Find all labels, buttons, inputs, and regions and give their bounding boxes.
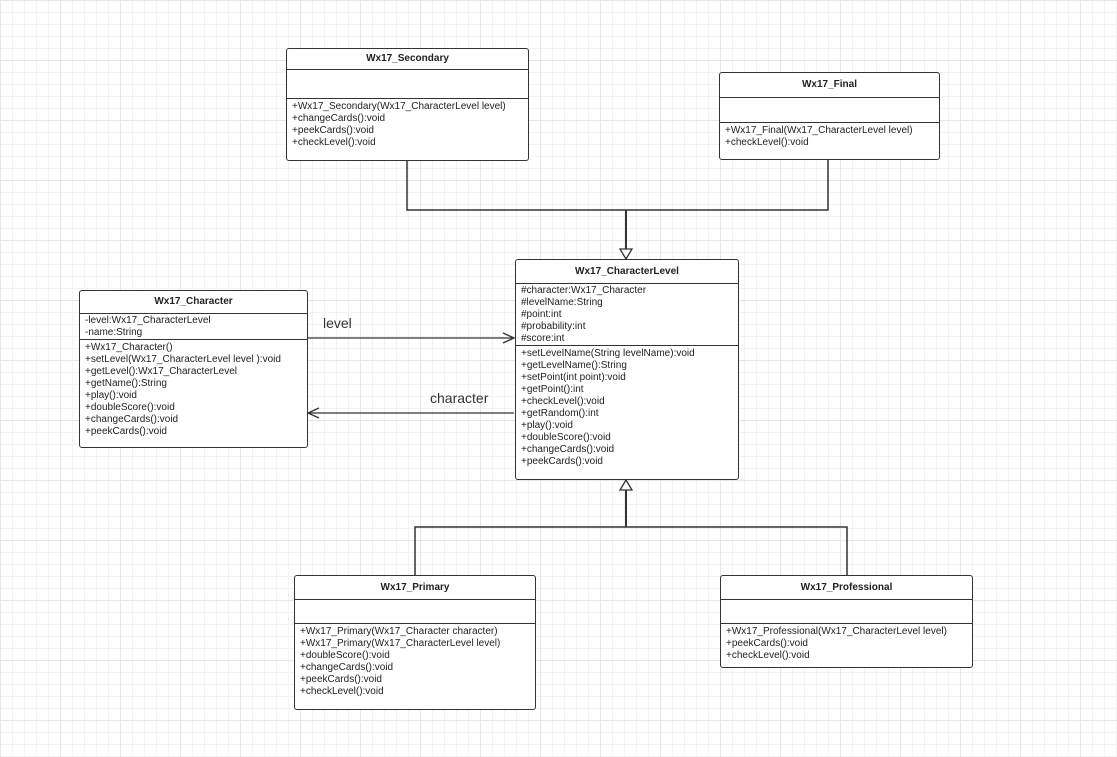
class-attribute: #probability:int [521, 321, 586, 332]
class-operation: +Wx17_Primary(Wx17_Character character) [300, 626, 498, 637]
generalization-line-final [626, 159, 829, 211]
class-operation: +peekCards():void [726, 638, 808, 649]
class-operation: +checkLevel():void [725, 137, 809, 148]
class-operation: +getPoint():int [521, 384, 584, 395]
association-label-level: level [323, 315, 352, 331]
class-operation: +doubleScore():void [300, 650, 390, 661]
class-operation: +getLevel():Wx17_CharacterLevel [85, 366, 238, 377]
class-name: Wx17_Primary [295, 576, 535, 600]
class-name: Wx17_Professional [721, 576, 972, 600]
class-operation: +doubleScore():void [521, 432, 611, 443]
operations-compartment: +Wx17_Primary(Wx17_Character character)+… [295, 624, 535, 709]
class-operation: +play():void [85, 390, 137, 401]
class-operation: +Wx17_Professional(Wx17_CharacterLevel l… [726, 626, 947, 637]
operations-compartment: +Wx17_Character()+setLevel(Wx17_Characte… [80, 340, 307, 447]
class-name: Wx17_Secondary [287, 49, 528, 70]
class-box-primary[interactable]: Wx17_Primary +Wx17_Primary(Wx17_Characte… [294, 575, 536, 710]
class-operation: +changeCards():void [521, 444, 615, 455]
class-box-secondary[interactable]: Wx17_Secondary +Wx17_Secondary(Wx17_Char… [286, 48, 529, 161]
attributes-compartment [287, 70, 528, 99]
class-operation: +changeCards():void [300, 662, 394, 673]
class-operation: +checkLevel():void [726, 650, 810, 661]
class-operation: +peekCards():void [85, 426, 167, 437]
attributes-compartment [295, 600, 535, 624]
generalization-line-secondary [406, 160, 626, 211]
class-operation: +peekCards():void [300, 674, 382, 685]
operations-compartment: +Wx17_Professional(Wx17_CharacterLevel l… [721, 624, 972, 667]
attributes-compartment [720, 98, 939, 123]
class-box-final[interactable]: Wx17_Final +Wx17_Final(Wx17_CharacterLev… [719, 72, 940, 160]
class-operation: +setPoint(int point):void [521, 372, 626, 383]
class-attribute: #levelName:String [521, 297, 603, 308]
class-operation: +setLevel(Wx17_CharacterLevel level ):vo… [85, 354, 281, 365]
generalization-line-primary [414, 526, 626, 576]
class-operation: +play():void [521, 420, 573, 431]
class-operation: +peekCards():void [521, 456, 603, 467]
attributes-compartment: -level:Wx17_CharacterLevel-name:String [80, 314, 307, 340]
class-name: Wx17_Final [720, 73, 939, 98]
class-attribute: -level:Wx17_CharacterLevel [85, 315, 211, 326]
class-operation: +checkLevel():void [300, 686, 384, 697]
class-operation: +checkLevel():void [292, 137, 376, 148]
attributes-compartment [721, 600, 972, 624]
class-operation: +peekCards():void [292, 125, 374, 136]
operations-compartment: +Wx17_Secondary(Wx17_CharacterLevel leve… [287, 99, 528, 160]
operations-compartment: +Wx17_Final(Wx17_CharacterLevel level)+c… [720, 123, 939, 159]
class-operation: +Wx17_Final(Wx17_CharacterLevel level) [725, 125, 913, 136]
class-box-character[interactable]: Wx17_Character -level:Wx17_CharacterLeve… [79, 290, 308, 448]
class-operation: +changeCards():void [292, 113, 386, 124]
class-attribute: #character:Wx17_Character [521, 285, 647, 296]
class-operation: +changeCards():void [85, 414, 179, 425]
class-attribute: #point:int [521, 309, 562, 320]
class-operation: +getRandom():int [521, 408, 599, 419]
class-operation: +checkLevel():void [521, 396, 605, 407]
class-operation: +getLevelName():String [521, 360, 627, 371]
class-box-professional[interactable]: Wx17_Professional +Wx17_Professional(Wx1… [720, 575, 973, 668]
generalization-primary-professional [414, 480, 848, 576]
generalization-secondary-final [406, 159, 829, 259]
operations-compartment: +setLevelName(String levelName):void+get… [516, 346, 738, 479]
attributes-compartment: #character:Wx17_Character#levelName:Stri… [516, 284, 738, 346]
association-label-character: character [430, 390, 489, 406]
class-operation: +Wx17_Primary(Wx17_CharacterLevel level) [300, 638, 501, 649]
class-operation: +Wx17_Character() [85, 342, 173, 353]
class-operation: +Wx17_Secondary(Wx17_CharacterLevel leve… [292, 101, 506, 112]
class-operation: +getName():String [85, 378, 167, 389]
class-attribute: #score:int [521, 333, 565, 344]
class-operation: +doubleScore():void [85, 402, 175, 413]
class-name: Wx17_CharacterLevel [516, 260, 738, 284]
class-box-character-level[interactable]: Wx17_CharacterLevel #character:Wx17_Char… [515, 259, 739, 480]
class-attribute: -name:String [85, 327, 143, 338]
class-name: Wx17_Character [80, 291, 307, 314]
generalization-line-professional [626, 526, 848, 576]
class-operation: +setLevelName(String levelName):void [521, 348, 695, 359]
